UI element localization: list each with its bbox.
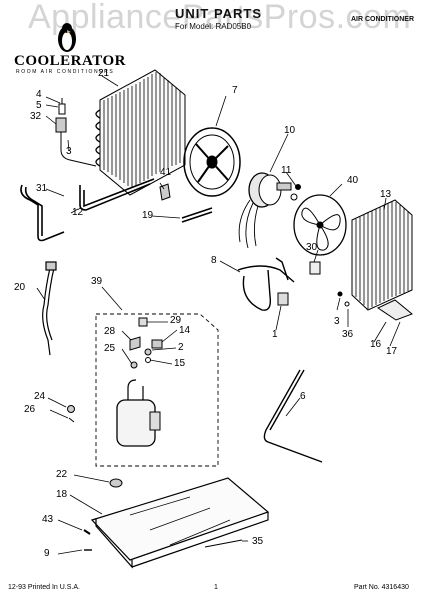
base-screw	[83, 529, 92, 551]
condenser-fan	[293, 194, 347, 256]
callout-17: 17	[386, 346, 398, 357]
callout-35: 35	[252, 536, 264, 547]
callout-24: 24	[34, 391, 46, 402]
callout-7: 7	[232, 85, 238, 96]
motor-screw	[290, 184, 301, 201]
callout-3b: 3	[334, 316, 340, 327]
callout-22: 22	[56, 469, 68, 480]
power-cord	[42, 261, 57, 356]
watermark-text: AppliancePartsPros.com	[28, 0, 412, 36]
callout-43: 43	[42, 514, 54, 525]
callout-39: 39	[91, 276, 103, 287]
callout-14: 14	[179, 325, 191, 336]
callout-15: 15	[174, 358, 186, 369]
callout-31: 31	[36, 183, 48, 194]
support-rail	[204, 539, 243, 548]
callout-25: 25	[104, 343, 116, 354]
callout-28: 28	[104, 326, 116, 337]
callout-13: 13	[380, 189, 392, 200]
evaporator-coil	[95, 69, 186, 196]
callout-20: 20	[14, 282, 26, 293]
page-number: 1	[214, 584, 218, 591]
leader-lines	[36, 75, 401, 555]
mount-bracket	[376, 299, 413, 321]
print-date: 12-93 Printed In U.S.A.	[8, 584, 80, 591]
base-pan	[90, 477, 270, 569]
support-brace	[263, 369, 323, 463]
small-screws	[337, 291, 350, 307]
callout-36: 36	[342, 329, 354, 340]
brand-logo: COOLERATOR	[14, 53, 126, 69]
drain-tube	[20, 178, 155, 242]
callout-19: 19	[142, 210, 154, 221]
callout-10: 10	[284, 125, 296, 136]
condenser-coil	[351, 199, 413, 311]
callout-4: 4	[36, 89, 42, 100]
page-title: UNIT PARTS	[175, 6, 263, 21]
callout-12: 12	[72, 207, 84, 218]
category-label: AIR CONDITIONER	[351, 16, 414, 23]
blower-wheel	[183, 127, 241, 197]
penguin-logo-icon	[58, 23, 76, 52]
callout-6: 6	[300, 391, 306, 402]
fan-motor	[238, 172, 292, 249]
callout-21: 21	[98, 68, 110, 79]
callout-2: 2	[178, 342, 184, 353]
callout-11: 11	[281, 165, 292, 176]
capillary-tube	[237, 257, 295, 311]
brand-tagline: ROOM AIR CONDITIONERS	[16, 69, 115, 75]
bracket	[159, 183, 171, 201]
mount-nut	[67, 405, 75, 423]
selector-switch	[309, 261, 321, 275]
part-number: Part No. 4316430	[354, 584, 409, 591]
callout-29: 29	[170, 315, 182, 326]
heater-strip	[181, 207, 213, 223]
thermostat-bulb	[55, 98, 97, 167]
callout-41: 41	[160, 167, 172, 178]
callout-40: 40	[347, 175, 359, 186]
overload-relay	[277, 292, 289, 306]
callout-16: 16	[370, 339, 382, 350]
callout-8: 8	[211, 255, 217, 266]
grommet	[109, 478, 123, 488]
callout-1: 1	[272, 329, 278, 340]
model-subtitle: For Model: RAD05B0	[175, 22, 252, 31]
callout-26: 26	[24, 404, 36, 415]
callout-18: 18	[56, 489, 68, 500]
callout-9: 9	[44, 548, 50, 559]
callout-5: 5	[36, 100, 42, 111]
compressor-assembly	[95, 313, 219, 467]
callout-32: 32	[30, 111, 42, 122]
callout-3a: 3	[66, 146, 72, 157]
callout-30: 30	[306, 242, 318, 253]
